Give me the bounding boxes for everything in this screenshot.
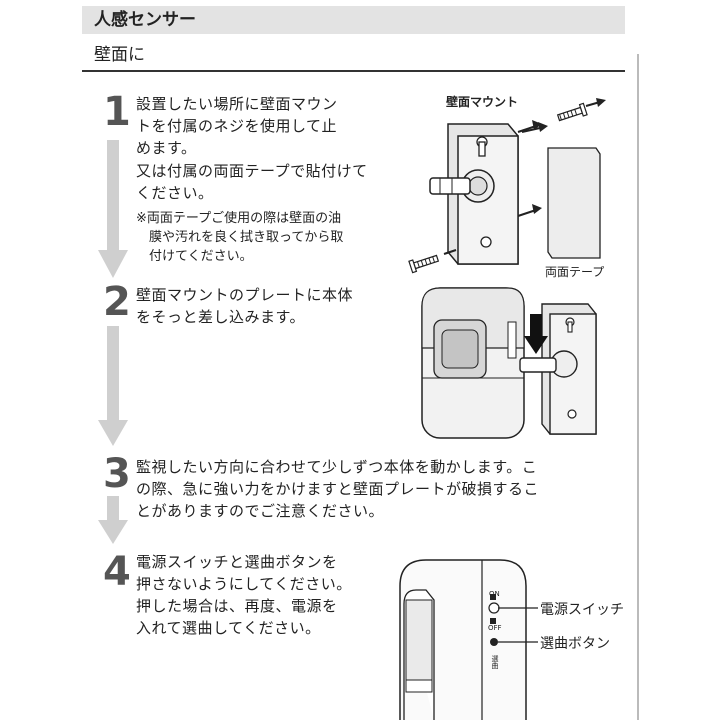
- section-divider: [82, 70, 625, 72]
- callout-lines: [498, 607, 538, 643]
- step-1-alt-text: 又は付属の両面テープで貼付けて ください。: [136, 162, 368, 202]
- figure1-mount-label: 壁面マウント: [446, 95, 519, 109]
- step-1-note: ※両面テープご使用の際は壁面の油 膜や汚れを良く拭き取ってから取 付けてください…: [136, 211, 344, 264]
- step-2-text: 壁面マウントのプレートに本体 をそっと差し込みます。: [136, 286, 354, 326]
- side-view-illustration: [399, 559, 527, 720]
- switch-off-label: OFF: [488, 624, 502, 632]
- step-4-number: 4: [103, 549, 131, 595]
- flow-arrow-3: [98, 496, 128, 544]
- section-title: 壁面に: [94, 45, 145, 65]
- step-4-text: 電源スイッチと選曲ボタンを 押さないようにしてください。 押した場合は、再度、電…: [136, 553, 352, 637]
- power-switch-label: 電源スイッチ: [540, 602, 624, 618]
- header-bar: [82, 6, 625, 34]
- wall-mount-illustration: [408, 98, 606, 274]
- step-2-number: 2: [103, 279, 131, 325]
- right-margin-line: [637, 54, 639, 720]
- sensor-insert-illustration: [421, 287, 597, 439]
- select-small-label: 選曲: [491, 655, 499, 669]
- step-1-number: 1: [103, 89, 131, 135]
- step-3-text: 監視したい方向に合わせて少しずつ本体を動かします。こ の際、急に強い力をかけます…: [136, 458, 540, 520]
- step-1-text: 設置したい場所に壁面マウン トを付属のネジを使用して止 めます。: [136, 95, 338, 157]
- switch-on-label: ON: [489, 590, 500, 598]
- flow-arrow-2: [98, 326, 128, 446]
- step-3-number: 3: [103, 451, 131, 497]
- select-button-label: 選曲ボタン: [540, 636, 610, 652]
- figure1-tape-label: 両面テープ: [545, 265, 605, 279]
- flow-arrow-1: [98, 140, 128, 278]
- page-title: 人感センサー: [94, 10, 196, 30]
